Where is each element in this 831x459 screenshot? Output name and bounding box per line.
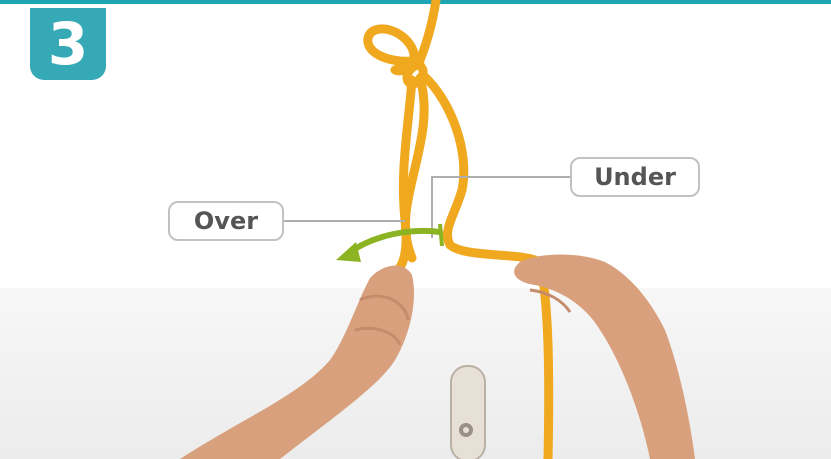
carabiner-clip — [451, 366, 485, 459]
under-label: Under — [570, 157, 700, 197]
step-number-badge: 3 — [30, 8, 106, 80]
curved-arrow-left-icon — [336, 224, 442, 262]
left-hand — [180, 266, 414, 459]
over-label: Over — [168, 201, 284, 241]
right-hand — [514, 255, 695, 459]
